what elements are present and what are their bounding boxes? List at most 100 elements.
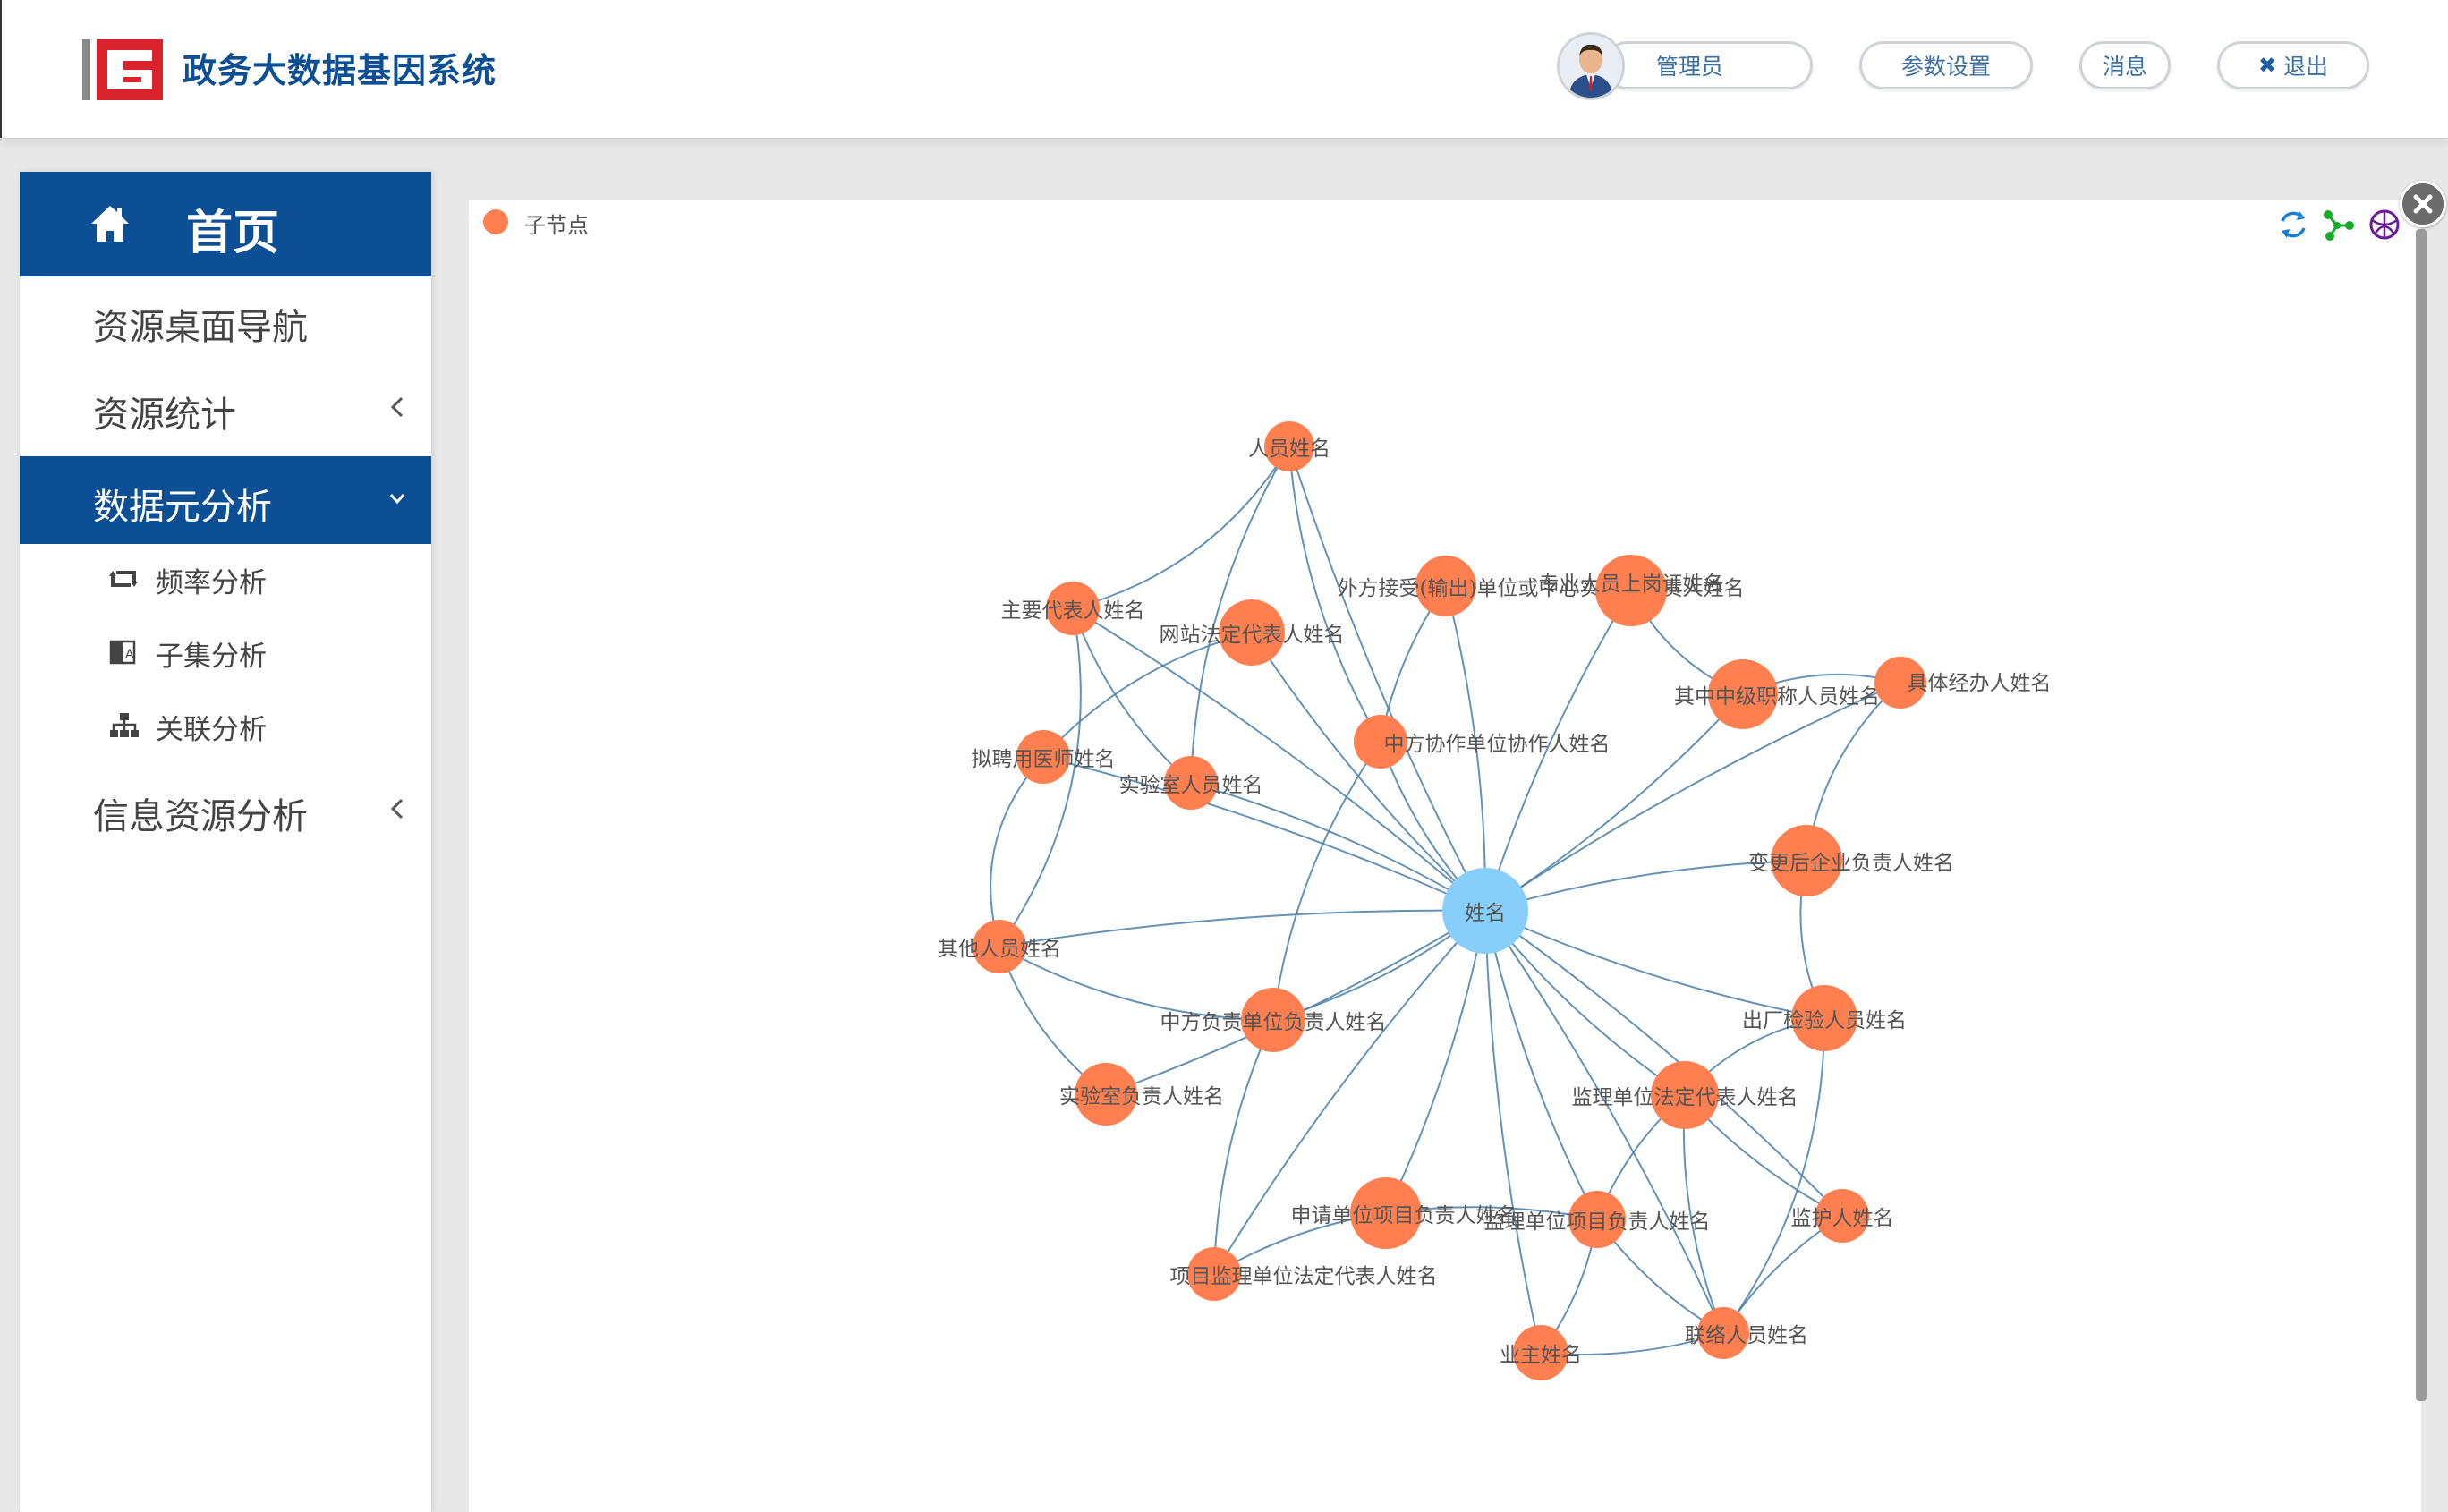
save-image-icon[interactable] <box>2367 208 2401 242</box>
user-name-label: 管理员 <box>1656 54 1724 80</box>
graph-center-label: 姓名 <box>1465 902 1506 925</box>
sidebar-subitem-label: 子集分析 <box>156 641 267 673</box>
graph-edge <box>1484 910 1598 1220</box>
graph-node-label: 联络人员姓名 <box>1685 1324 1808 1347</box>
graph-edge <box>1072 607 1192 784</box>
graph-center-node[interactable] <box>1442 868 1528 954</box>
graph-node-label: 监护人姓名 <box>1791 1207 1894 1230</box>
graph-node-label: 业主姓名 <box>1500 1344 1582 1367</box>
sidebar-item-label: 信息资源分析 <box>93 796 308 837</box>
graph-node[interactable] <box>1016 730 1070 784</box>
graph-edge <box>1484 910 1724 1334</box>
graph-node[interactable] <box>1075 1063 1137 1126</box>
graph-node-label: 专业人员上岗证姓名 <box>1539 573 1724 596</box>
sidebar-item-resource-statistics[interactable]: 资源统计 <box>20 364 431 452</box>
graph-node-label: 外方接受(输出)单位或中心实验室负责人姓名 <box>1338 577 1745 600</box>
close-panel-button[interactable] <box>2400 181 2446 227</box>
graph-edge <box>1445 585 1487 912</box>
graph-node[interactable] <box>973 920 1026 973</box>
graph-node-label: 变更后企业负责人姓名 <box>1748 852 1954 875</box>
graph-node[interactable] <box>1708 659 1778 729</box>
graph-node-label: 监理单位法定代表人姓名 <box>1572 1086 1798 1109</box>
home-icon <box>91 206 129 242</box>
refresh-icon[interactable] <box>2276 208 2310 242</box>
sidebar-item-resource-desktop[interactable]: 资源桌面导航 <box>20 276 431 364</box>
sidebar-item-home[interactable]: 首页 <box>20 172 431 276</box>
graph-node[interactable] <box>1791 985 1857 1051</box>
sidebar: 首页 资源桌面导航 资源统计 数据元分析 频率分析 A 子集分析 <box>20 172 431 1512</box>
graph-node[interactable] <box>1241 988 1305 1052</box>
messages-button[interactable]: 消息 <box>2079 41 2171 89</box>
graph-edge <box>1288 446 1486 912</box>
sidebar-item-label: 资源统计 <box>93 395 236 436</box>
sidebar-item-label: 资源桌面导航 <box>93 307 308 348</box>
graph-edge <box>1484 590 1632 912</box>
graph-node[interactable] <box>1874 657 1926 709</box>
legend-label[interactable]: 子节点 <box>524 213 589 238</box>
graph-node[interactable] <box>1264 421 1314 471</box>
chevron-down-icon <box>389 494 405 505</box>
chevron-left-icon <box>390 798 404 820</box>
graph-node[interactable] <box>1187 1247 1241 1301</box>
graph-edge <box>1722 1017 1826 1334</box>
sidebar-item-data-element-analysis[interactable]: 数据元分析 <box>20 456 431 544</box>
graph-node[interactable] <box>1219 599 1285 666</box>
graph-node[interactable] <box>1164 756 1218 810</box>
graph-edge <box>1213 910 1486 1275</box>
retweet-icon <box>109 571 138 587</box>
graph-edge <box>1072 446 1290 609</box>
top-header: 政务大数据基因系统 管理员 参数设置 消息 ✖ 退出 <box>0 0 2448 138</box>
graph-node[interactable] <box>1595 555 1667 626</box>
logout-label: 退出 <box>2283 54 2329 80</box>
graph-node-label: 其他人员姓名 <box>938 938 1061 961</box>
translate-icon: A <box>109 640 136 665</box>
graph-node[interactable] <box>1815 1189 1869 1243</box>
messages-label: 消息 <box>2102 54 2147 80</box>
graph-edge <box>1288 446 1381 743</box>
sidebar-subitem-subset-analysis[interactable]: A 子集分析 <box>20 616 431 689</box>
graph-node[interactable] <box>1697 1307 1749 1359</box>
graph-edge <box>1072 607 1486 912</box>
graph-node[interactable] <box>1771 825 1842 896</box>
sidebar-subitem-label: 关联分析 <box>156 714 267 746</box>
user-menu-button[interactable]: 管理员 <box>1603 41 1813 89</box>
app-title: 政务大数据基因系统 <box>183 51 497 90</box>
graph-edge <box>999 607 1082 947</box>
sidebar-subitem-association-analysis[interactable]: 关联分析 <box>20 689 431 762</box>
graph-node-label: 监理单位项目负责人姓名 <box>1484 1210 1711 1234</box>
vertical-scrollbar[interactable] <box>2416 229 2427 1401</box>
settings-label: 参数设置 <box>1900 54 1991 80</box>
graph-node-label: 拟聘用医师姓名 <box>972 748 1116 771</box>
graph-node[interactable] <box>1513 1325 1568 1380</box>
graph-edge <box>990 756 1044 947</box>
graph-node[interactable] <box>1568 1191 1626 1248</box>
graph-edge <box>999 946 1274 1021</box>
graph-node-label: 项目监理单位法定代表人姓名 <box>1170 1265 1438 1288</box>
sidebar-item-label: 数据元分析 <box>93 487 272 528</box>
graph-node[interactable] <box>1651 1061 1719 1129</box>
chevron-left-icon <box>390 396 404 418</box>
sidebar-subitem-label: 频率分析 <box>156 567 267 599</box>
graph-node[interactable] <box>1046 582 1100 635</box>
sidebar-subitem-frequency-analysis[interactable]: 频率分析 <box>20 542 431 616</box>
graph-edge <box>1484 910 1843 1217</box>
system-logo-icon <box>82 39 163 100</box>
logout-button[interactable]: ✖ 退出 <box>2217 41 2369 89</box>
graph-node[interactable] <box>1415 556 1476 616</box>
settings-button[interactable]: 参数设置 <box>1859 41 2033 89</box>
relation-graph-icon[interactable] <box>2321 208 2355 242</box>
graph-node-label: 其中中级职称人员姓名 <box>1674 685 1880 709</box>
legend-marker[interactable] <box>483 209 508 234</box>
sitemap-icon <box>110 713 139 737</box>
graph-node[interactable] <box>1350 1177 1422 1249</box>
graph-edge <box>1484 682 1901 912</box>
graph-node-label: 出厂检验人员姓名 <box>1742 1009 1907 1032</box>
graph-node-label: 中方协作单位协作人姓名 <box>1384 733 1611 756</box>
graph-edge <box>1042 756 1486 912</box>
sidebar-item-info-resource-analysis[interactable]: 信息资源分析 <box>20 766 431 854</box>
graph-node[interactable] <box>1354 715 1407 769</box>
close-icon <box>2413 194 2433 214</box>
user-avatar[interactable] <box>1557 32 1625 100</box>
graph-panel <box>469 200 2421 1512</box>
